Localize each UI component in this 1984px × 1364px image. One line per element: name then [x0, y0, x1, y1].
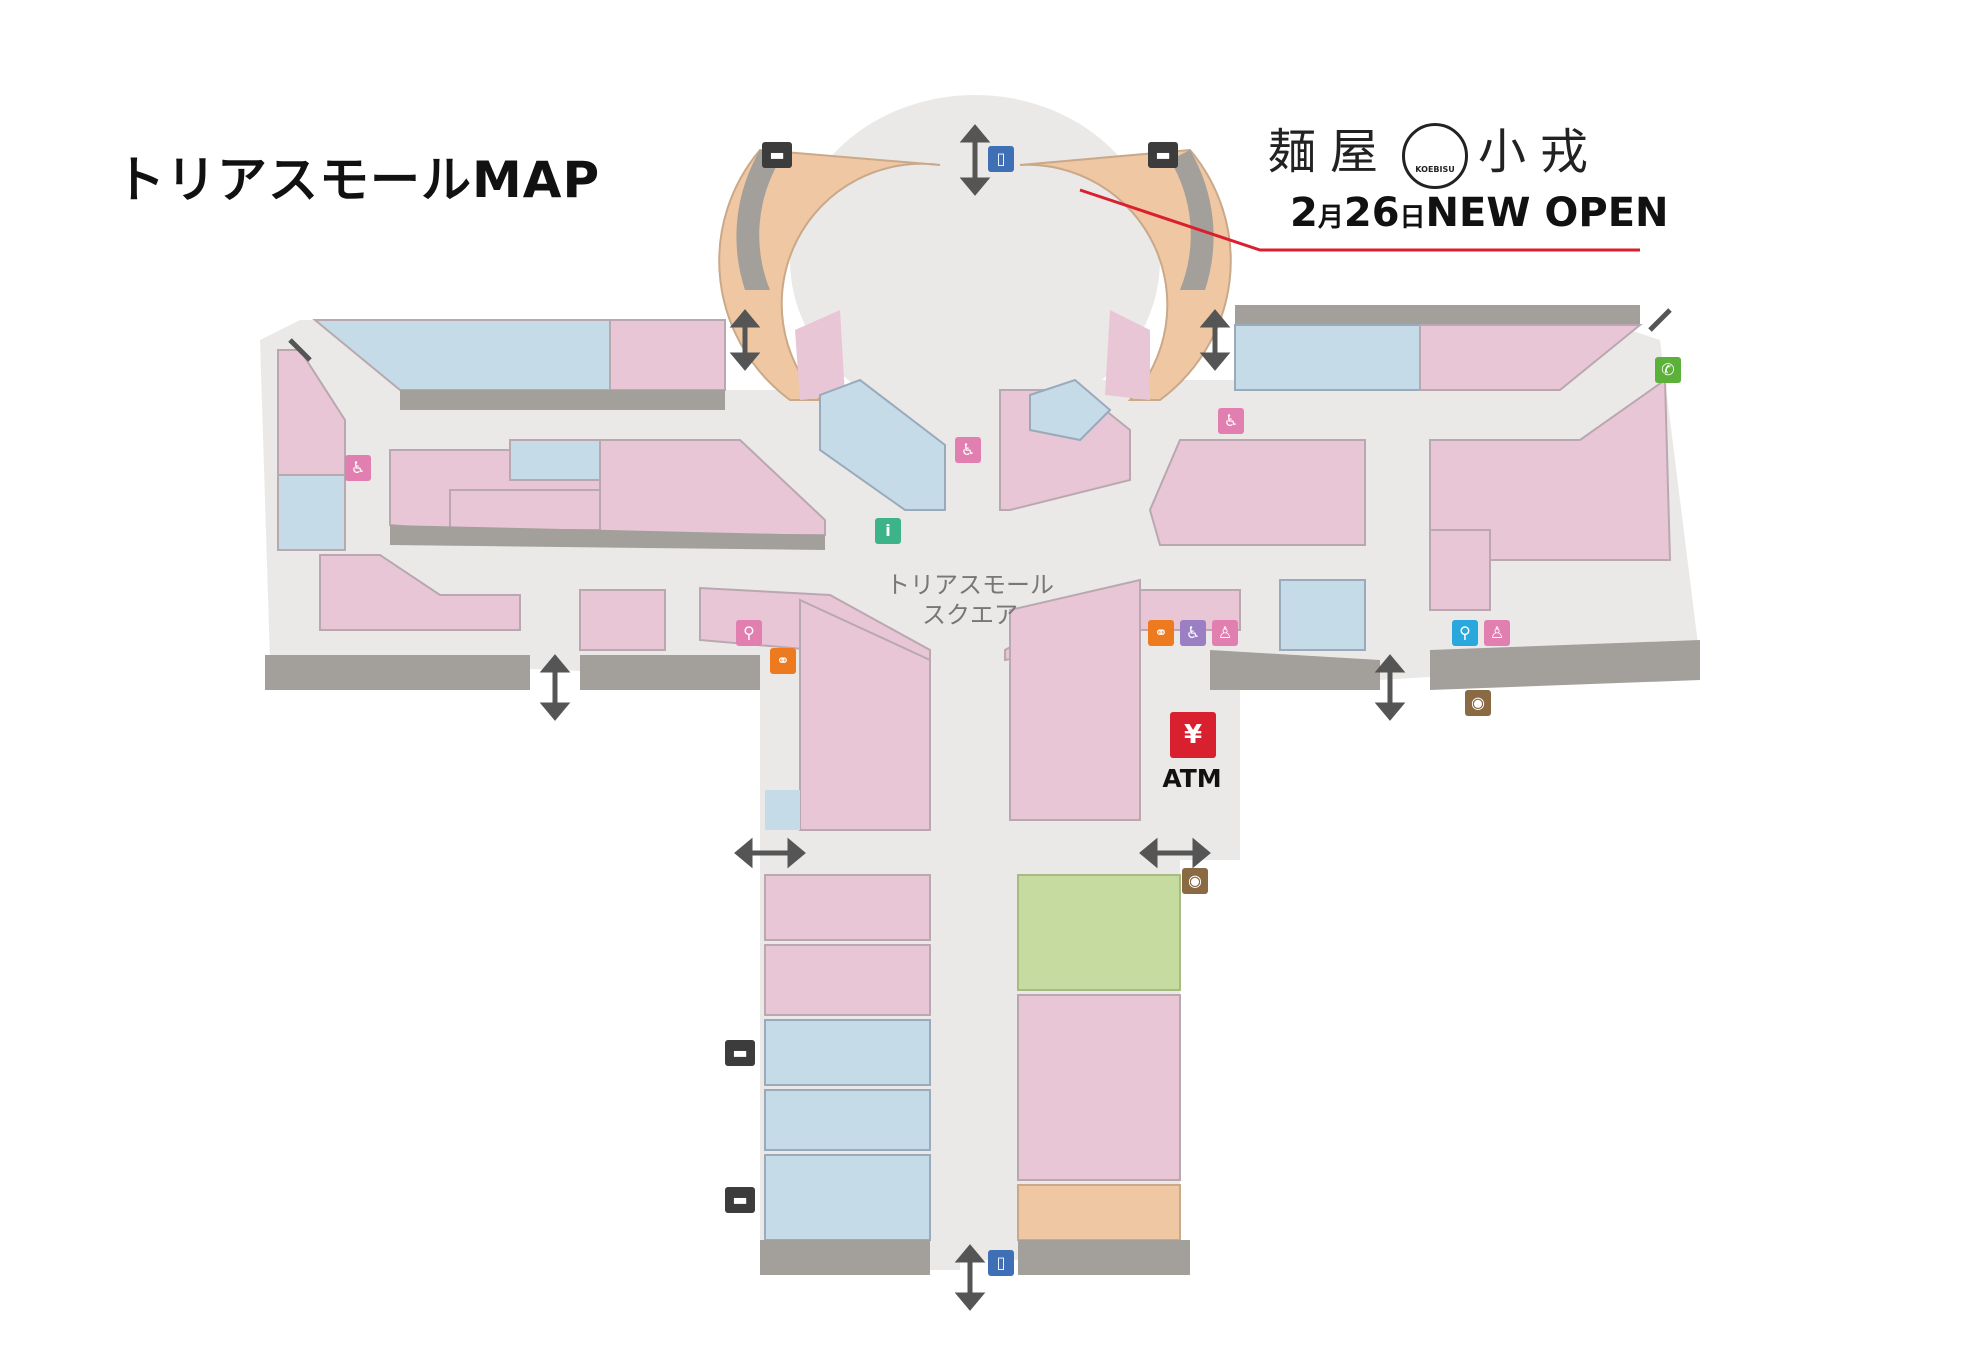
phone-icon: ✆	[1655, 357, 1681, 383]
wheelchair-icon: ♿	[1180, 620, 1206, 646]
south-wing-shops	[760, 578, 1190, 1275]
exit-arrows	[288, 124, 1672, 1311]
baby-changing-icon: ♙	[1212, 620, 1238, 646]
photo-spot-icon: ◉	[1182, 868, 1208, 894]
shop-name-part2: 小戎	[1478, 124, 1603, 180]
baby-changing-icon: ♙	[1484, 620, 1510, 646]
open-text: NEW OPEN	[1425, 190, 1669, 236]
smoking-area-icon: ▬	[725, 1040, 755, 1066]
information-icon: i	[875, 518, 901, 544]
rotunda-shops	[718, 148, 1232, 401]
new-open-announcement: 2月26日NEW OPEN	[1290, 190, 1669, 236]
atm-label: ATM	[1162, 764, 1222, 793]
open-month-unit: 月	[1317, 203, 1344, 233]
elevator-icon: ▯	[988, 1250, 1014, 1276]
open-month: 2	[1290, 190, 1318, 236]
map-title: トリアスモールMAP	[115, 151, 601, 209]
stroller-icon: ♿	[955, 437, 981, 463]
stroller-icon: ♿	[1218, 408, 1244, 434]
ramen-bowl-logo-icon: KOEBISU	[1402, 122, 1469, 189]
mall-floor	[260, 95, 1700, 1270]
new-shop-pointer	[1079, 188, 1640, 252]
open-day: 26	[1343, 190, 1400, 236]
elevator-icon: ▯	[988, 146, 1014, 172]
restroom-icon: ⚲	[1452, 620, 1478, 646]
shop-logo-text: KOEBISU	[1415, 164, 1455, 174]
shop-name-part1: 麺屋	[1268, 124, 1393, 180]
stroller-icon: ♿	[345, 455, 371, 481]
square-label-line2: スクエア	[922, 601, 1018, 629]
restroom-icon: ⚭	[1148, 620, 1174, 646]
open-day-unit: 日	[1399, 203, 1426, 233]
smoking-area-icon: ▬	[1148, 142, 1178, 168]
smoking-area-icon: ▬	[762, 142, 792, 168]
square-label: トリアスモール スクエア	[880, 570, 1060, 630]
new-shop-logo: 麺屋 KOEBISU 小戎	[1268, 112, 1602, 189]
smoking-area-icon: ▬	[725, 1187, 755, 1213]
photo-spot-icon: ◉	[1465, 690, 1491, 716]
restroom-icon: ⚭	[770, 648, 796, 674]
square-label-line1: トリアスモール	[886, 571, 1054, 599]
atm-icon: ¥	[1170, 712, 1216, 758]
nursing-room-icon: ⚲	[736, 620, 762, 646]
